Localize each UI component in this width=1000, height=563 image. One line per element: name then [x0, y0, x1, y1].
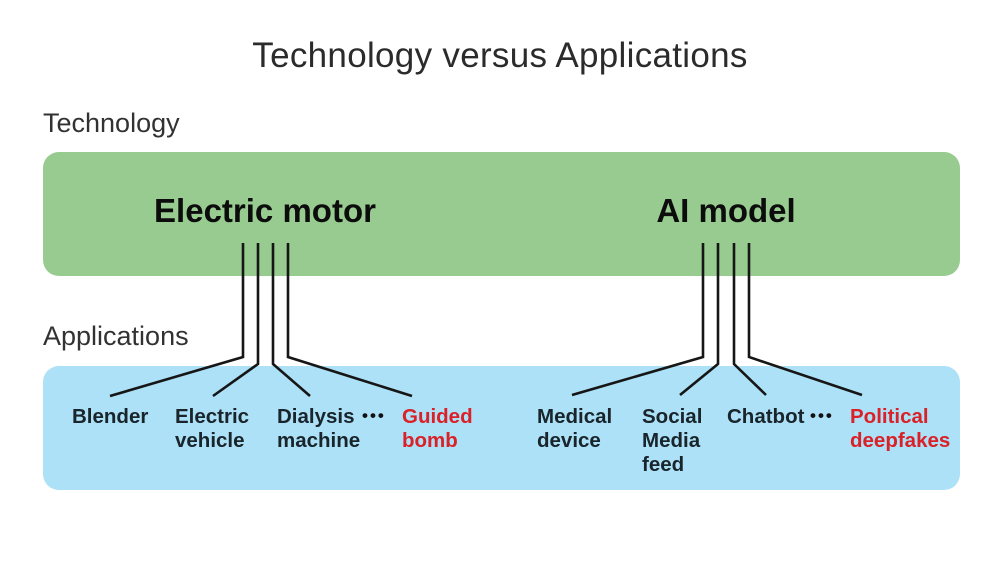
technology-item-ai-model: AI model [656, 192, 796, 229]
application-item-political-deepfakes: Political deepfakes [850, 405, 951, 452]
diagram-title: Technology versus Applications [252, 36, 748, 75]
application-item-medical-device: Medical device [537, 405, 613, 452]
application-item-dialysis-machine: Dialysis machine [277, 405, 361, 452]
application-item-social-media-feed: Social Media feed [642, 405, 703, 476]
application-item-electric-vehicle: Electric vehicle [175, 405, 250, 452]
applications-row-label: Applications [43, 321, 189, 351]
technology-item-electric-motor: Electric motor [154, 192, 376, 229]
application-item-blender: Blender [72, 405, 149, 428]
technology-row-label: Technology [43, 108, 180, 138]
ellipsis-right: ••• [810, 406, 834, 425]
ellipsis-left: ••• [362, 406, 386, 425]
application-item-chatbot: Chatbot [727, 405, 805, 428]
application-item-guided-bomb: Guided bomb [402, 405, 473, 452]
